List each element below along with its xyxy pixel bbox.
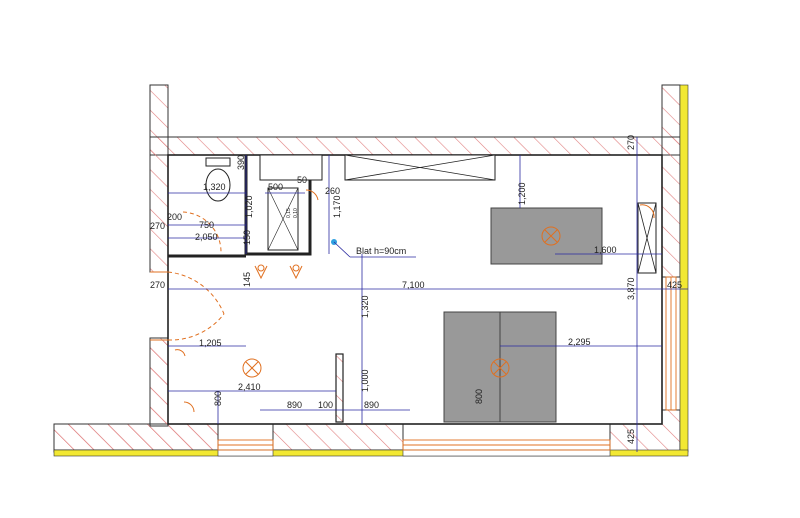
- dim-390: 390: [236, 155, 246, 170]
- dim-2295: 2,295: [568, 337, 591, 347]
- dim-1000: 1,000: [360, 369, 370, 392]
- insulation-right: [679, 84, 689, 453]
- dim-1170: 1,170: [332, 195, 342, 218]
- windows: [217, 276, 677, 451]
- dim-145: 145: [242, 272, 252, 287]
- door-swing-icon: [150, 189, 655, 413]
- insulation-bottom-gap2: [402, 449, 611, 457]
- countertop-note: Blat h=90cm: [356, 246, 406, 256]
- dimension-labels: 1,320 390 500 50 260 1,020 200 750 270 2…: [150, 135, 682, 444]
- dim-1020: 1,020: [244, 195, 254, 218]
- wall-left-upper: [149, 136, 169, 273]
- dim-1600: 1,600: [594, 245, 617, 255]
- dimension-lines: [168, 137, 688, 452]
- dim-1200: 1,200: [517, 182, 527, 205]
- dim-2410: 2,410: [238, 382, 261, 392]
- wall-bottom-left-block: [53, 423, 219, 451]
- dim-7100: 7,100: [402, 280, 425, 290]
- kitchen-island: [490, 207, 603, 265]
- dim-1320-b: 1,320: [360, 295, 370, 318]
- small-010: 0,10: [293, 208, 299, 218]
- dim-260: 260: [325, 186, 340, 196]
- dim-270-b: 270: [626, 135, 636, 150]
- dim-150: 150: [242, 230, 252, 245]
- dim-500: 500: [268, 182, 283, 192]
- callout-leader: [333, 241, 351, 258]
- dim-425-a: 425: [667, 280, 682, 290]
- dim-50: 50: [297, 175, 307, 185]
- radiator-icon: [254, 264, 303, 280]
- small-015: 0,15: [286, 208, 292, 218]
- dim-750: 750: [199, 220, 214, 230]
- dim-425-b: 425: [626, 429, 636, 444]
- dim-100: 100: [318, 400, 333, 410]
- dim-1320: 1,320: [203, 182, 226, 192]
- insulation-bottom-gap: [217, 449, 274, 457]
- walls: [53, 84, 689, 457]
- dim-890-b: 890: [364, 400, 379, 410]
- dim-2050: 2,050: [195, 232, 218, 242]
- dim-800-a: 800: [213, 391, 223, 406]
- ceiling-light-icon: [242, 226, 561, 378]
- wall-top: [149, 84, 681, 156]
- room-divider-post: [335, 353, 344, 423]
- dim-1205: 1,205: [199, 338, 222, 348]
- dim-270-c: 270: [150, 280, 165, 290]
- wall-bottom-mid: [272, 423, 404, 451]
- dim-270-a: 270: [150, 221, 165, 231]
- wall-right: [661, 136, 681, 278]
- kitchen-top-cabinets: [259, 154, 657, 274]
- toilet-icon: [205, 157, 231, 202]
- dim-200: 200: [167, 212, 182, 222]
- insulation-bottom: [53, 449, 689, 457]
- wall-left-lower-post: [149, 337, 169, 427]
- dim-890-a: 890: [287, 400, 302, 410]
- dim-800-b: 800: [474, 389, 484, 404]
- dim-3870: 3,870: [626, 277, 636, 300]
- wall-right-lower: [609, 409, 681, 453]
